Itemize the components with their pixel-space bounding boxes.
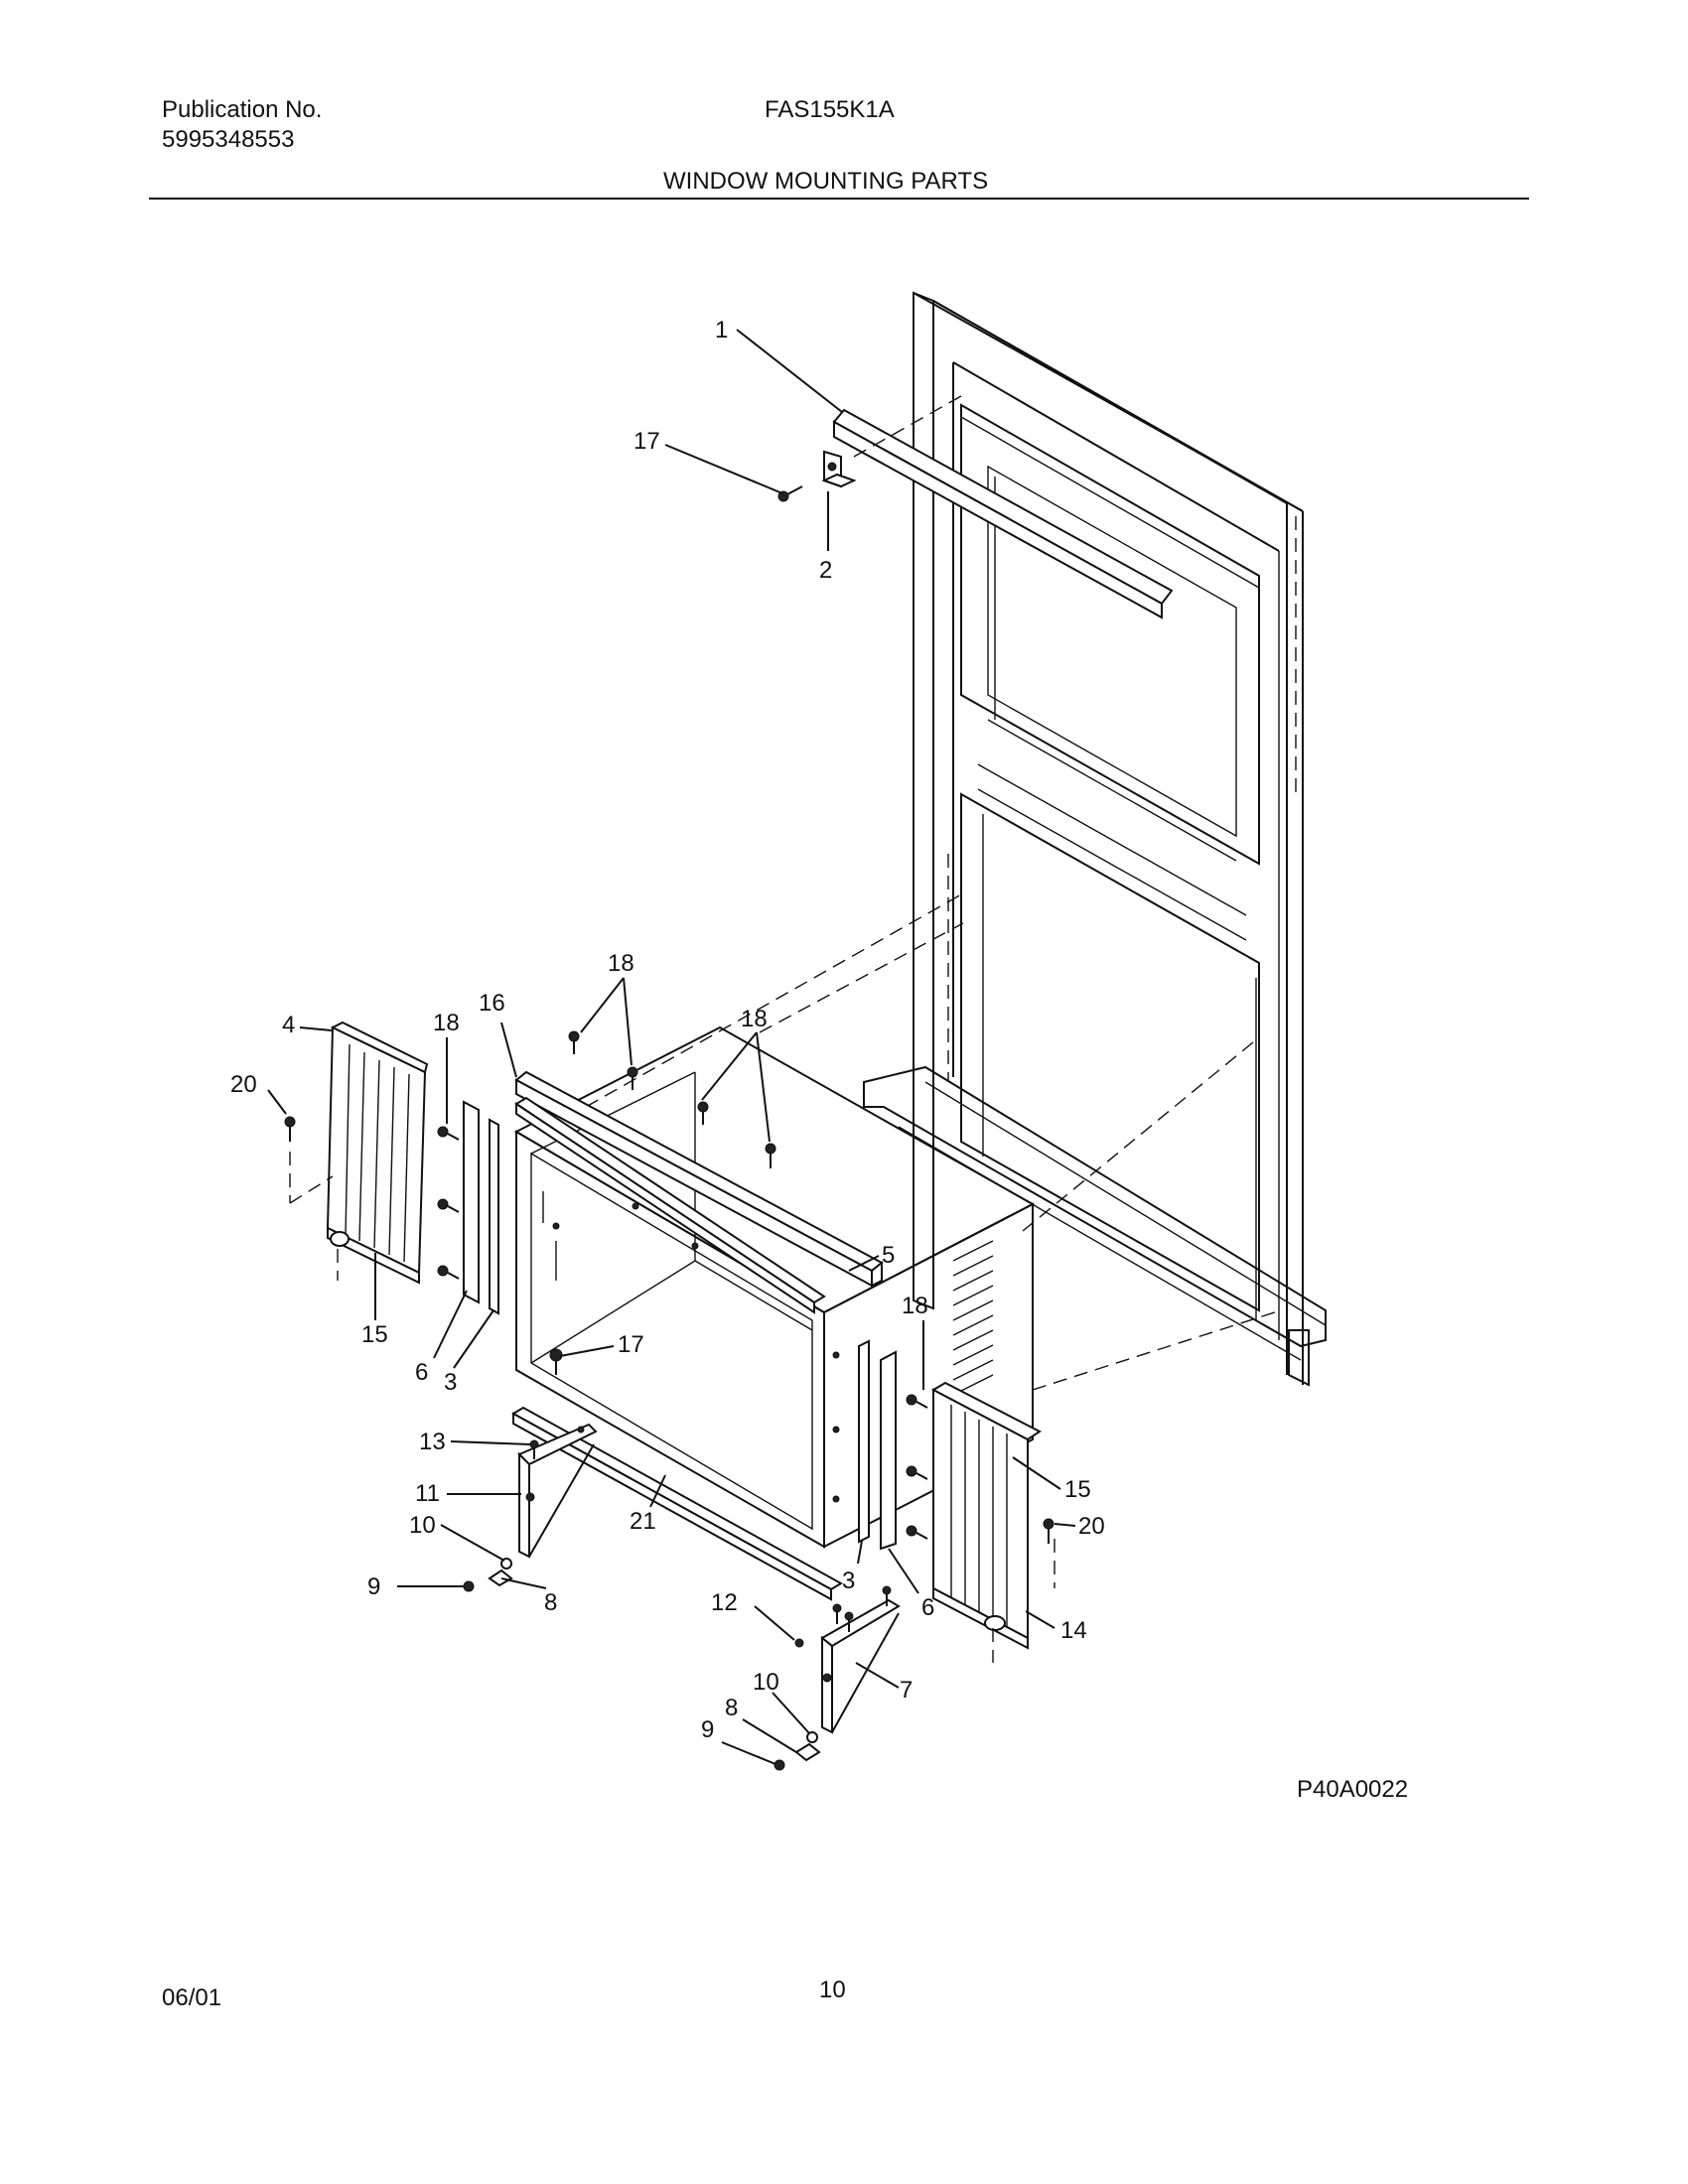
callout-13: 13 bbox=[419, 1429, 446, 1455]
callout-16: 16 bbox=[479, 990, 505, 1017]
window-frame bbox=[863, 291, 1327, 1387]
callout-3: 3 bbox=[444, 1369, 457, 1396]
figure-code: P40A0022 bbox=[1297, 1776, 1409, 1803]
callout-2: 2 bbox=[819, 557, 832, 584]
page-number: 10 bbox=[819, 1977, 846, 2003]
section-title: WINDOW MOUNTING PARTS bbox=[663, 168, 989, 195]
top-bracket bbox=[821, 450, 857, 488]
screw-20-right bbox=[1043, 1518, 1055, 1544]
side-louvers bbox=[952, 1240, 994, 1396]
left-support-bracket bbox=[517, 1423, 598, 1559]
screw-17-top bbox=[777, 485, 803, 502]
callout-9: 9 bbox=[367, 1573, 380, 1600]
callout-18: 18 bbox=[608, 950, 634, 977]
callout-20: 20 bbox=[230, 1071, 257, 1098]
right-seal-6 bbox=[880, 1350, 897, 1551]
right-support-bracket bbox=[820, 1598, 901, 1734]
callout-8: 8 bbox=[725, 1695, 738, 1721]
callout-11: 11 bbox=[415, 1480, 440, 1507]
callout-12: 12 bbox=[711, 1589, 738, 1616]
left-seal-6 bbox=[463, 1100, 480, 1304]
publication-number: 5995348553 bbox=[162, 126, 295, 153]
callout-20: 20 bbox=[1078, 1513, 1105, 1540]
callout-21: 21 bbox=[630, 1508, 656, 1535]
right-seal-3 bbox=[858, 1339, 870, 1544]
right-leveler-8 bbox=[794, 1731, 821, 1762]
cabinet-sleeve bbox=[513, 1025, 1036, 1549]
bottom-rail bbox=[510, 1406, 844, 1601]
callout-14: 14 bbox=[1060, 1617, 1087, 1644]
top-mounting-rail bbox=[832, 408, 1174, 619]
screws-18-right bbox=[906, 1394, 928, 1540]
callout-18: 18 bbox=[902, 1293, 928, 1319]
leader-lines bbox=[267, 329, 1076, 1765]
callout-3: 3 bbox=[842, 1568, 855, 1594]
callout-8: 8 bbox=[544, 1589, 557, 1616]
right-curtain-panel bbox=[930, 1381, 1042, 1650]
callout-1: 1 bbox=[715, 317, 728, 343]
screw-20-left bbox=[284, 1116, 296, 1142]
publication-label: Publication No. bbox=[162, 96, 323, 123]
callout-9: 9 bbox=[701, 1716, 714, 1743]
right-screws-top bbox=[832, 1585, 892, 1632]
callout-5: 5 bbox=[882, 1242, 895, 1269]
screw-17-center bbox=[549, 1348, 563, 1375]
left-bolt-9 bbox=[463, 1580, 475, 1592]
left-leveler-8 bbox=[488, 1558, 513, 1587]
top-rail bbox=[514, 1096, 826, 1314]
footer-date: 06/01 bbox=[162, 1984, 222, 2011]
right-bolt-9 bbox=[774, 1759, 785, 1771]
header-rule bbox=[149, 198, 1529, 200]
callout-17: 17 bbox=[633, 428, 660, 455]
left-seal-3 bbox=[489, 1118, 499, 1315]
left-curtain-panel bbox=[326, 1021, 429, 1285]
callout-15: 15 bbox=[1064, 1476, 1091, 1503]
screws-18-top bbox=[568, 1030, 776, 1168]
model-number: FAS155K1A bbox=[765, 96, 895, 123]
callout-6: 6 bbox=[921, 1594, 934, 1621]
callout-10: 10 bbox=[409, 1512, 436, 1539]
callout-18: 18 bbox=[433, 1010, 460, 1036]
callout-15: 15 bbox=[361, 1321, 388, 1348]
callout-18: 18 bbox=[741, 1006, 768, 1032]
callout-7: 7 bbox=[900, 1677, 913, 1704]
screws-18-left bbox=[437, 1126, 460, 1280]
callout-17: 17 bbox=[618, 1331, 644, 1358]
callout-6: 6 bbox=[415, 1359, 428, 1386]
callout-labels: 1 2 17 4 20 18 16 18 18 15 6 3 5 18 17 1… bbox=[230, 317, 1105, 1743]
screw-12 bbox=[794, 1638, 804, 1648]
callout-4: 4 bbox=[282, 1012, 295, 1038]
callout-10: 10 bbox=[753, 1669, 779, 1696]
top-channel bbox=[514, 1070, 884, 1288]
